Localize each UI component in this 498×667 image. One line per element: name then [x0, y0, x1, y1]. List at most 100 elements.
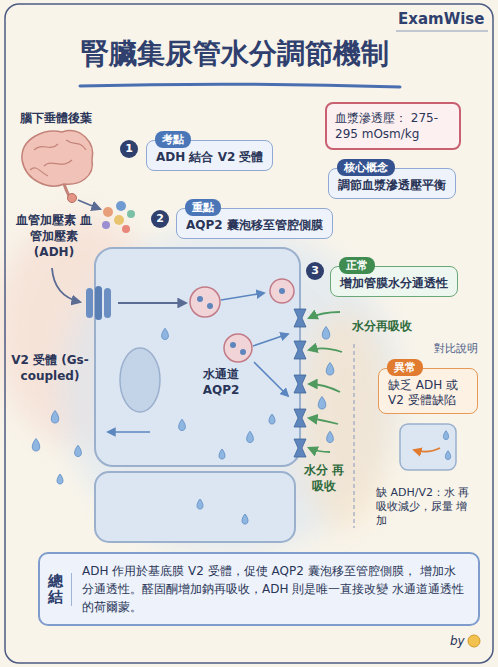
callout-number: 2: [151, 210, 169, 228]
water-drops: [247, 431, 254, 442]
tag-label: 重點: [185, 199, 221, 216]
author-logo: [468, 635, 480, 647]
water-drops: [162, 328, 169, 339]
box-text: 調節血漿滲透壓平衡: [338, 178, 446, 193]
water-drops: [32, 439, 40, 452]
tag-label: 正常: [339, 257, 375, 274]
reabsorption-arrows: [309, 312, 340, 318]
box-text: 血漿滲透壓： 275-295 mOsm/kg: [335, 110, 451, 142]
tag-label: 考點: [155, 131, 191, 148]
reabsorption-arrows: [309, 418, 338, 424]
water-drops: [179, 419, 186, 430]
adh-molecules: [116, 201, 126, 211]
channel-label: 水通道 AQP2: [196, 366, 246, 398]
water-drops: [443, 431, 448, 440]
aqp2-vesicles: [197, 296, 203, 302]
binding-arrow: [52, 268, 80, 302]
page-title: 腎臟集尿管水分調節機制: [30, 36, 440, 72]
reabsorption-arrows: [309, 448, 330, 452]
water-drops: [75, 445, 82, 456]
brand-name: ExamWise: [398, 9, 484, 29]
receptor-label: V2 受體 (Gs-coupled): [4, 352, 96, 384]
water-drops: [445, 451, 450, 460]
reabsorption-arrows: [309, 312, 342, 452]
step-box: 核心概念調節血漿滲透壓平衡: [328, 168, 456, 199]
vesicle-arrows: [254, 362, 288, 396]
aqp2-channel-symbol: [294, 439, 306, 457]
aqp2-channel-symbol: [294, 375, 306, 393]
water-drops: [318, 397, 326, 410]
aqp2-vesicles: [190, 287, 220, 317]
brain-illustration: [22, 131, 93, 203]
water-drops: [326, 363, 334, 376]
callout-number: 1: [120, 140, 138, 158]
hormone-label: 血管加壓素 血管加壓素 (ADH): [12, 212, 96, 260]
abnormal-cell-illustration: [400, 424, 456, 470]
vesicle-arrows: [108, 293, 288, 432]
adh-molecules: [122, 225, 130, 233]
title-underline: [80, 84, 400, 87]
aqp2-vesicles: [240, 349, 246, 355]
release-arrow: [78, 200, 100, 209]
box-text: ADH 結合 V2 受體: [156, 150, 263, 165]
reabsorption-arrows: [309, 348, 342, 352]
part-label: 腦下垂體後葉: [20, 110, 92, 126]
water-drops: [327, 431, 334, 442]
watercolor-wash: [0, 215, 400, 555]
collecting-duct-cell: [95, 248, 300, 466]
water-drops: [57, 474, 63, 484]
callout-number: 3: [306, 262, 324, 280]
vesicle-arrows: [221, 293, 264, 300]
summary-box: 總結 ADH 作用於基底膜 V2 受體，促使 AQP2 囊泡移至管腔側膜， 增加水…: [38, 552, 480, 626]
collecting-duct-cell: [95, 248, 300, 542]
water-drops: [51, 411, 59, 424]
aqp2-vesicles: [224, 334, 252, 362]
tag-label: 核心概念: [337, 159, 395, 176]
process-label: 水分再吸收: [352, 318, 412, 334]
brand-underline: [396, 31, 488, 32]
water-drops: [242, 514, 248, 524]
note-label: 對比說明: [434, 342, 478, 356]
aqp2-vesicles: [190, 279, 294, 362]
info-box: 血漿滲透壓： 275-295 mOsm/kg: [325, 102, 461, 150]
brain-illustration: [30, 140, 86, 176]
box-text: 增加管膜水分通透性: [340, 276, 448, 291]
aqp2-channel-symbol: [294, 341, 306, 359]
aqp2-channel-symbol: [294, 409, 306, 427]
brain-illustration: [22, 131, 93, 186]
callout-number: 2: [151, 210, 169, 228]
adh-molecules: [127, 210, 135, 218]
reabsorption-arrows: [309, 384, 340, 392]
aqp2-vesicles: [270, 279, 294, 303]
aqp2-vesicles: [279, 288, 285, 294]
adh-molecules: [103, 207, 113, 217]
tag-label: 異常: [387, 359, 423, 376]
water-drops: [197, 499, 203, 509]
water-drops: [322, 327, 330, 340]
v2-receptor-symbol: [95, 286, 102, 320]
adh-molecules: [102, 201, 135, 233]
water-drops: [219, 449, 225, 459]
box-text: 缺乏 ADH 或 V2 受體缺陷: [388, 378, 468, 408]
divider-dashed: [353, 344, 354, 528]
signature: by: [450, 633, 465, 649]
aqp2-channel-symbol: [294, 309, 306, 457]
callout-number: 3: [306, 262, 324, 280]
process-label: 水分 再吸收: [302, 462, 346, 494]
vesicle-arrows: [108, 431, 150, 433]
water-drops: [269, 414, 275, 424]
summary-heading: 總結: [48, 573, 72, 606]
page-frame: [5, 4, 493, 663]
vesicle-arrows: [253, 334, 288, 346]
step-box: 異常缺乏 ADH 或 V2 受體缺陷: [378, 368, 478, 414]
v2-receptor-symbol: [86, 288, 93, 318]
collecting-duct-cell: [95, 472, 295, 542]
callout-number: 1: [120, 140, 138, 158]
note-text: 缺 ADH/V2：水 再吸收減少，尿量 增加: [376, 486, 474, 528]
summary-text: ADH 作用於基底膜 V2 受體，促使 AQP2 囊泡移至管腔側膜， 增加水分通…: [82, 562, 466, 616]
step-box: 考點ADH 結合 V2 受體: [146, 140, 273, 171]
aqp2-vesicles: [207, 303, 213, 309]
box-text: AQP2 囊泡移至管腔側膜: [186, 218, 323, 233]
step-box: 重點AQP2 囊泡移至管腔側膜: [176, 208, 333, 239]
